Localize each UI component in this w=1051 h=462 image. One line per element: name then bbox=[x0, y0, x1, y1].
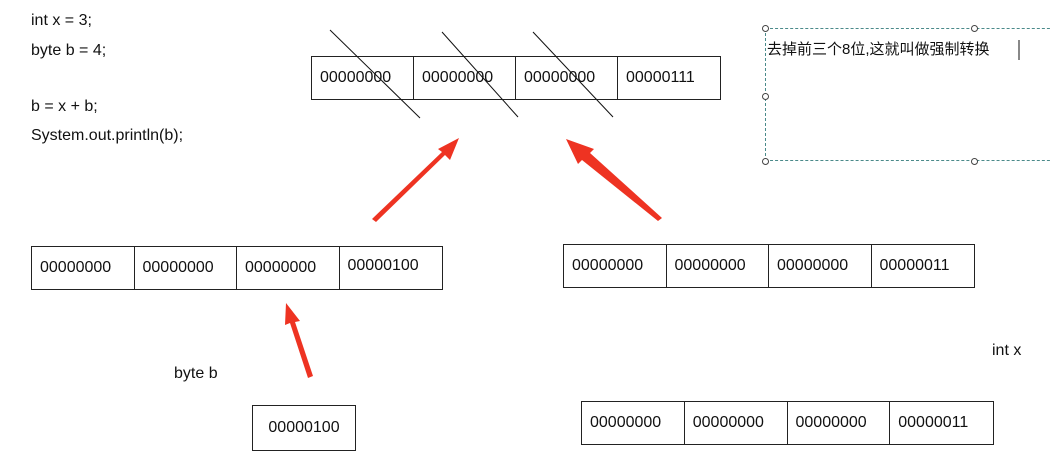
x-mid-byte-4: 00000011 bbox=[879, 257, 950, 274]
int-x-byte-2: 00000000 bbox=[685, 402, 788, 444]
result-byte-3: 00000000 bbox=[516, 57, 618, 99]
int-x-label: int x bbox=[992, 342, 1022, 359]
resize-handle[interactable] bbox=[971, 158, 978, 165]
arrow-byte-b-up bbox=[285, 303, 313, 378]
int-x-row: 00000000 00000000 00000000 00000011 bbox=[581, 401, 994, 445]
resize-handle[interactable] bbox=[971, 25, 978, 32]
code-line-5: System.out.println(b); bbox=[31, 127, 184, 144]
result-row: 00000000 00000000 00000000 00000111 bbox=[311, 56, 721, 100]
int-x-byte-4: 00000011 bbox=[898, 414, 969, 431]
byte-b-label: byte b bbox=[174, 365, 218, 382]
result-byte-4: 00000111 bbox=[626, 69, 695, 86]
int-x-byte-1: 00000000 bbox=[582, 402, 685, 444]
promoted-b-byte-1: 00000000 bbox=[32, 247, 135, 289]
byte-b-box: 00000100 bbox=[252, 405, 356, 451]
x-row-mid: 00000000 00000000 00000000 00000011 bbox=[563, 244, 975, 288]
int-x-byte-3: 00000000 bbox=[788, 402, 891, 444]
arrow-right-up bbox=[566, 139, 662, 221]
promoted-b-byte-2: 00000000 bbox=[135, 247, 237, 289]
result-byte-2: 00000000 bbox=[414, 57, 516, 99]
promoted-b-byte-3: 00000000 bbox=[237, 247, 340, 289]
x-mid-byte-3: 00000000 bbox=[769, 245, 872, 287]
result-byte-1: 00000000 bbox=[312, 57, 414, 99]
arrow-left-up bbox=[372, 138, 459, 222]
resize-handle[interactable] bbox=[762, 158, 769, 165]
promoted-b-row: 00000000 00000000 00000000 00000100 bbox=[31, 246, 443, 290]
code-line-2: byte b = 4; bbox=[31, 42, 107, 59]
resize-handle[interactable] bbox=[762, 25, 769, 32]
resize-handle[interactable] bbox=[762, 93, 769, 100]
promoted-b-byte-4: 00000100 bbox=[347, 257, 419, 274]
note-text[interactable]: 去掉前三个8位,这就叫做强制转换 bbox=[767, 41, 990, 58]
code-line-4: b = x + b; bbox=[31, 98, 98, 115]
x-mid-byte-2: 00000000 bbox=[667, 245, 769, 287]
x-mid-byte-1: 00000000 bbox=[564, 245, 667, 287]
code-line-1: int x = 3; bbox=[31, 12, 92, 29]
